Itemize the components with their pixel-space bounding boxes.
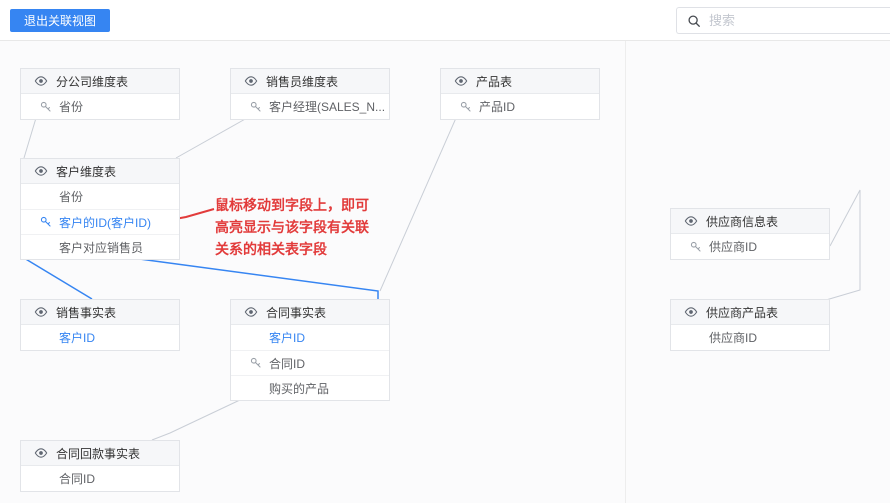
table-card-header[interactable]: 销售事实表 xyxy=(21,300,179,325)
search-input[interactable] xyxy=(709,13,890,28)
table-name: 供应商产品表 xyxy=(706,305,779,320)
field-row[interactable]: 客户对应销售员 xyxy=(21,234,179,259)
field-label: 省份 xyxy=(59,100,84,114)
field-label: 省份 xyxy=(59,190,84,204)
key-icon xyxy=(460,101,472,113)
annotation-line: 关系的相关表字段 xyxy=(215,241,327,257)
table-card-header[interactable]: 供应商信息表 xyxy=(671,209,829,234)
annotation-line: 高亮显示与该字段有关联 xyxy=(215,219,369,235)
eye-icon xyxy=(34,446,48,460)
table-card-product[interactable]: 产品表 产品ID xyxy=(440,68,600,120)
table-name: 销售事实表 xyxy=(56,305,117,320)
connection-customer-dim--contract-fact xyxy=(131,257,379,299)
field-label: 产品ID xyxy=(479,100,516,114)
field-row-highlighted[interactable]: 客户ID xyxy=(231,325,389,350)
field-label: 购买的产品 xyxy=(269,381,330,396)
eye-icon xyxy=(34,164,48,178)
field-row-highlighted[interactable]: 客户ID xyxy=(21,325,179,350)
table-card-salesperson-dim[interactable]: 销售员维度表 客户经理(SALES_N... xyxy=(230,68,390,120)
eye-icon xyxy=(684,214,698,228)
table-card-header[interactable]: 客户维度表 xyxy=(21,159,179,184)
key-icon xyxy=(250,357,262,369)
field-row[interactable]: 省份 xyxy=(21,94,179,119)
eye-icon xyxy=(684,305,698,319)
connection-customer-dim--sales-fact xyxy=(23,257,93,300)
key-icon xyxy=(690,241,702,253)
table-card-supplier-product[interactable]: 供应商产品表 供应商ID xyxy=(670,299,830,351)
field-row[interactable]: 省份 xyxy=(21,184,179,209)
field-label: 客户的ID(客户ID) xyxy=(59,215,151,230)
key-icon xyxy=(250,101,262,113)
table-name: 客户维度表 xyxy=(56,164,117,179)
field-row-highlighted[interactable]: 客户的ID(客户ID) xyxy=(21,209,179,234)
field-label: 供应商ID xyxy=(709,240,758,254)
field-label: 合同ID xyxy=(59,472,96,486)
key-icon xyxy=(40,101,52,113)
field-row[interactable]: 客户经理(SALES_N... xyxy=(231,94,389,119)
table-card-header[interactable]: 产品表 xyxy=(441,69,599,94)
field-row[interactable]: 购买的产品 xyxy=(231,375,389,400)
annotation-text: 鼠标移动到字段上，即可 高亮显示与该字段有关联 关系的相关表字段 xyxy=(215,194,369,260)
table-name: 销售员维度表 xyxy=(266,74,339,89)
eye-icon xyxy=(34,305,48,319)
field-row[interactable]: 产品ID xyxy=(441,94,599,119)
table-card-header[interactable]: 供应商产品表 xyxy=(671,300,829,325)
panel-divider xyxy=(625,41,626,503)
connection-branch-dim--customer-dim xyxy=(23,117,37,159)
table-name: 分公司维度表 xyxy=(56,74,129,89)
eye-icon xyxy=(34,74,48,88)
field-label: 客户ID xyxy=(269,331,306,345)
table-name: 合同回款事实表 xyxy=(56,446,141,461)
eye-icon xyxy=(244,74,258,88)
table-card-branch-dim[interactable]: 分公司维度表 省份 xyxy=(20,68,180,120)
field-label: 合同ID xyxy=(269,356,306,371)
annotation-line: 鼠标移动到字段上，即可 xyxy=(215,197,369,213)
table-card-header[interactable]: 合同回款事实表 xyxy=(21,441,179,466)
connection-salesperson-dim--customer-dim xyxy=(175,117,248,159)
search-box[interactable] xyxy=(676,7,890,34)
field-label: 客户经理(SALES_N... xyxy=(269,100,386,114)
table-card-header[interactable]: 销售员维度表 xyxy=(231,69,389,94)
toolbar: 退出关联视图 xyxy=(0,0,890,41)
eye-icon xyxy=(244,305,258,319)
search-icon xyxy=(688,14,700,27)
table-name: 产品表 xyxy=(476,74,513,89)
key-icon xyxy=(40,216,52,228)
table-card-header[interactable]: 合同事实表 xyxy=(231,300,389,325)
field-label: 供应商ID xyxy=(709,331,758,345)
field-row[interactable]: 供应商ID xyxy=(671,234,829,259)
exit-relation-view-button[interactable]: 退出关联视图 xyxy=(10,9,111,32)
table-card-header[interactable]: 分公司维度表 xyxy=(21,69,179,94)
table-card-customer-dim[interactable]: 客户维度表 省份 客户的ID(客户ID) 客户对应销售员 xyxy=(20,158,180,260)
table-card-supplier-info[interactable]: 供应商信息表 供应商ID xyxy=(670,208,830,260)
table-name: 合同事实表 xyxy=(266,305,327,320)
field-row[interactable]: 合同ID xyxy=(231,350,389,375)
connection-product--contract-fact xyxy=(379,117,457,292)
table-card-sales-fact[interactable]: 销售事实表 客户ID xyxy=(20,299,180,351)
table-card-contract-fact[interactable]: 合同事实表 客户ID 合同ID 购买的产品 xyxy=(230,299,390,401)
field-label: 客户对应销售员 xyxy=(59,240,144,255)
eye-icon xyxy=(454,74,468,88)
field-row[interactable]: 合同ID xyxy=(21,466,179,491)
table-card-contract-payment-fact[interactable]: 合同回款事实表 合同ID xyxy=(20,440,180,492)
field-row[interactable]: 供应商ID xyxy=(671,325,829,350)
field-label: 客户ID xyxy=(59,331,96,345)
table-name: 供应商信息表 xyxy=(706,214,779,229)
connection-supplier-info--supplier-product xyxy=(825,189,861,301)
connection-contract-fact--contract-payment-fact xyxy=(151,398,243,441)
